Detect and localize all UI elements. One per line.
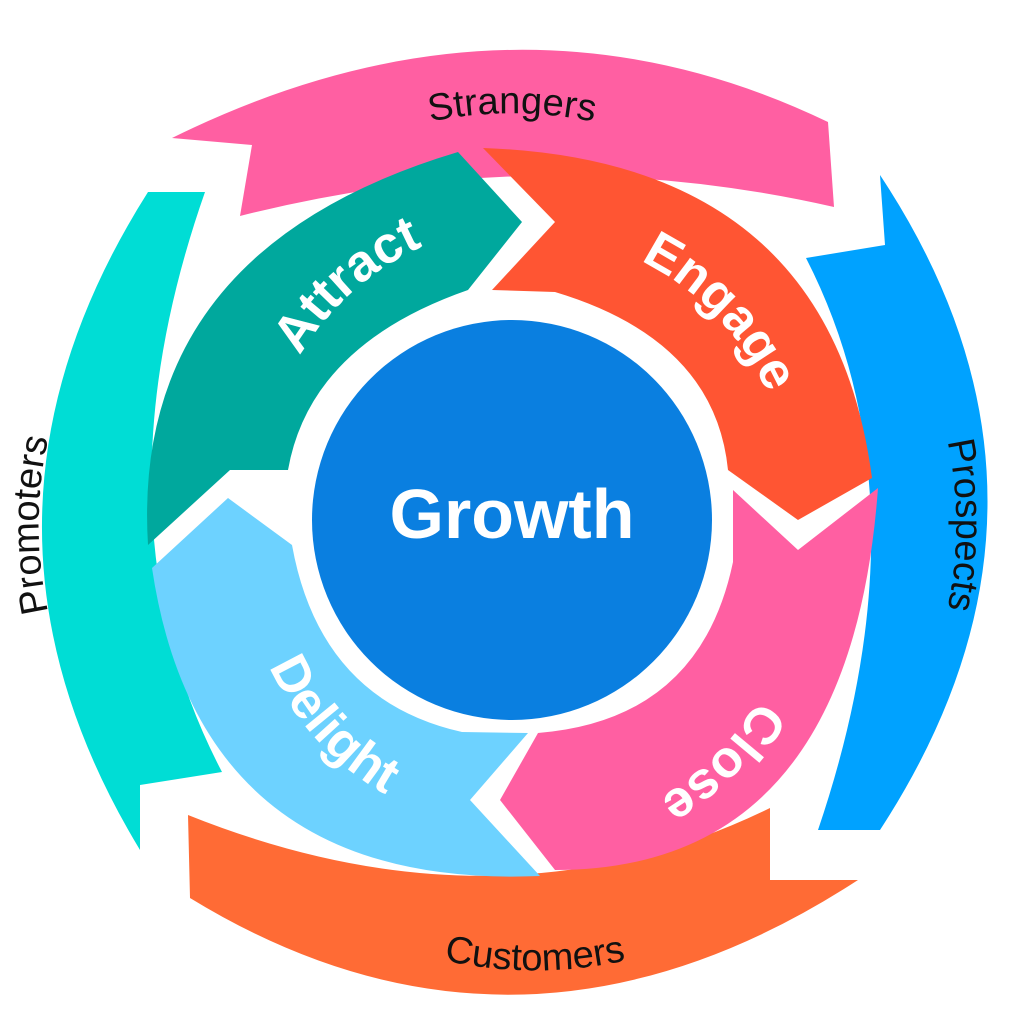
promoters-arrow [41, 192, 222, 850]
growth-label: Growth [390, 475, 635, 553]
strangers-arrow [172, 49, 834, 216]
prospects-arrow [806, 175, 988, 830]
customers-arrow [188, 808, 858, 995]
strangers-label: Strangers [424, 80, 600, 130]
delight-arrow [152, 498, 540, 877]
attract-arrow [147, 152, 522, 545]
growth-center-circle [312, 320, 712, 720]
engage-arrow [483, 148, 872, 520]
close-arrow [500, 488, 878, 870]
